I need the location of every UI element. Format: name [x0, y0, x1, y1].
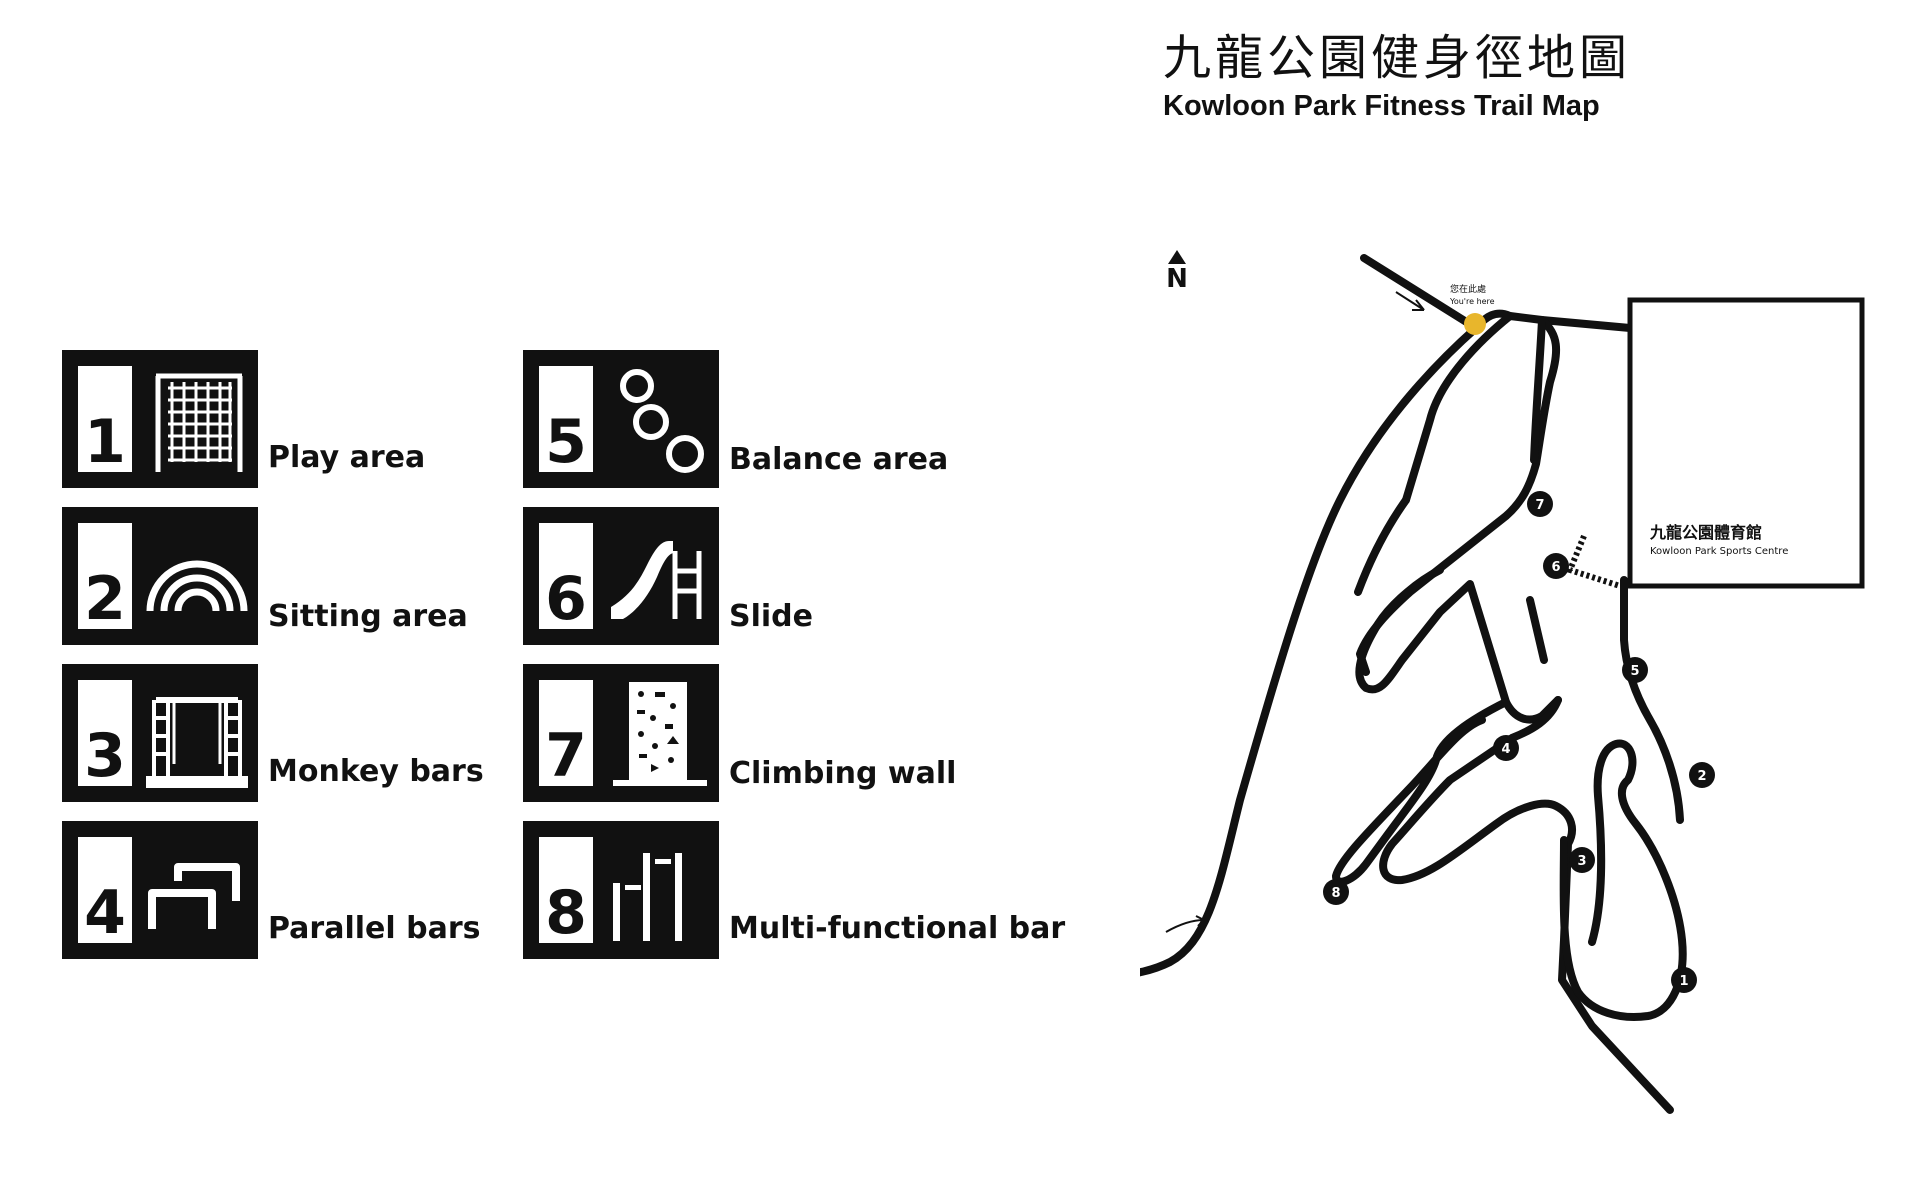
svg-text:8: 8: [1331, 886, 1340, 901]
monkey-bars-icon: [146, 697, 248, 788]
station-marker-6: 6: [1543, 553, 1569, 579]
map-title-english: Kowloon Park Fitness Trail Map: [1163, 90, 1600, 122]
you-are-here-label-zh: 您在此處: [1450, 283, 1486, 295]
station-marker-5: 5: [1622, 657, 1648, 683]
slide-icon: [611, 541, 702, 619]
parallel-bars-tile: 4: [62, 821, 258, 959]
svg-text:2: 2: [1697, 769, 1706, 784]
balance-stepping-icon: [620, 369, 704, 473]
legend-label-balance-area: Balance area: [729, 442, 949, 477]
legend-label-play-area: Play area: [268, 440, 426, 475]
station-marker-7: 7: [1527, 491, 1553, 517]
legend-number-box: 6: [539, 523, 593, 629]
legend-number-box: 2: [78, 523, 132, 629]
legend-label-climbing-wall: Climbing wall: [729, 756, 957, 791]
station-marker-2: 2: [1689, 762, 1715, 788]
legend-label-sitting-area: Sitting area: [268, 599, 468, 634]
map-title-block: 九龍公園健身徑地圖 Kowloon Park Fitness Trail Map: [1163, 30, 1631, 126]
multi-functional-bar-icon: [613, 853, 682, 941]
you-are-here-label-en: You're here: [1449, 297, 1495, 306]
balance-area-tile: 5: [523, 350, 719, 488]
station-marker-8: 8: [1323, 879, 1349, 905]
station-marker-4: 4: [1493, 735, 1519, 761]
legend-number-box: 7: [539, 680, 593, 786]
station-marker-3: 3: [1569, 847, 1595, 873]
trail-branch-2: [1620, 576, 1684, 824]
you-are-here-marker: [1464, 313, 1486, 335]
svg-text:7: 7: [1535, 498, 1544, 513]
legend-label-parallel-bars: Parallel bars: [268, 911, 481, 946]
sports-centre-building: [1627, 297, 1865, 589]
svg-text:5: 5: [1630, 664, 1639, 679]
svg-text:3: 3: [1577, 854, 1586, 869]
trail-short-spur: [1526, 596, 1548, 664]
exit-arrow-icon: [1165, 915, 1205, 933]
trail-branch-1-loop: [1559, 739, 1687, 1021]
svg-text:1: 1: [1679, 974, 1688, 989]
climbing-wall-tile: 7: [523, 664, 719, 802]
entrance-arrow-icon: [1395, 291, 1425, 311]
monkey-bars-tile: 3: [62, 664, 258, 802]
trail-branch-3: [1379, 696, 1674, 1114]
legend-number-box: 1: [78, 366, 132, 472]
legend-label-slide: Slide: [729, 599, 813, 634]
trail-loop-right: [1530, 316, 1546, 464]
north-label: N: [1166, 264, 1188, 294]
legend-label-multi-functional-bar: Multi-functional bar: [729, 911, 1066, 946]
balance-dashed-path: [1565, 534, 1621, 589]
svg-text:6: 6: [1551, 560, 1560, 575]
trail-branch-6-loop: [1355, 566, 1562, 724]
trail-branch-4-8: [1332, 698, 1510, 886]
trail-branch-6: [1354, 496, 1410, 596]
sports-centre-name-zh: 九龍公園體育館: [1649, 523, 1762, 542]
station-marker-1: 1: [1671, 967, 1697, 993]
legend-number-box: 3: [78, 680, 132, 786]
sports-centre-name-en: Kowloon Park Sports Centre: [1650, 546, 1788, 557]
trail-map: 您在此處 You're here 九龍公園體育館 Kowloon Park Sp…: [1140, 254, 1865, 1114]
play-area-net-icon: [155, 373, 243, 472]
parallel-bars-icon: [148, 863, 240, 929]
climbing-wall-icon: [613, 682, 707, 786]
trail-branch-7b: [1402, 312, 1514, 504]
svg-text:4: 4: [1501, 742, 1510, 757]
legend-number-box: 5: [539, 366, 593, 472]
legend-number-box: 8: [539, 837, 593, 943]
sitting-area-tile: 2: [62, 507, 258, 645]
legend-label-monkey-bars: Monkey bars: [268, 754, 484, 789]
multi-functional-bar-tile: 8: [523, 821, 719, 959]
legend-number-box: 4: [78, 837, 132, 943]
legend: 1 Play area: [0, 0, 1100, 1000]
sitting-arch-icon: [146, 560, 248, 612]
map-title-chinese: 九龍公園健身徑地圖: [1163, 30, 1632, 86]
trail-west-path: [1140, 324, 1480, 977]
north-indicator: N: [1162, 250, 1192, 294]
north-arrow-icon: [1168, 250, 1186, 264]
slide-tile: 6: [523, 507, 719, 645]
play-area-tile: 1: [62, 350, 258, 488]
trail-entrance-path: [1360, 254, 1480, 332]
